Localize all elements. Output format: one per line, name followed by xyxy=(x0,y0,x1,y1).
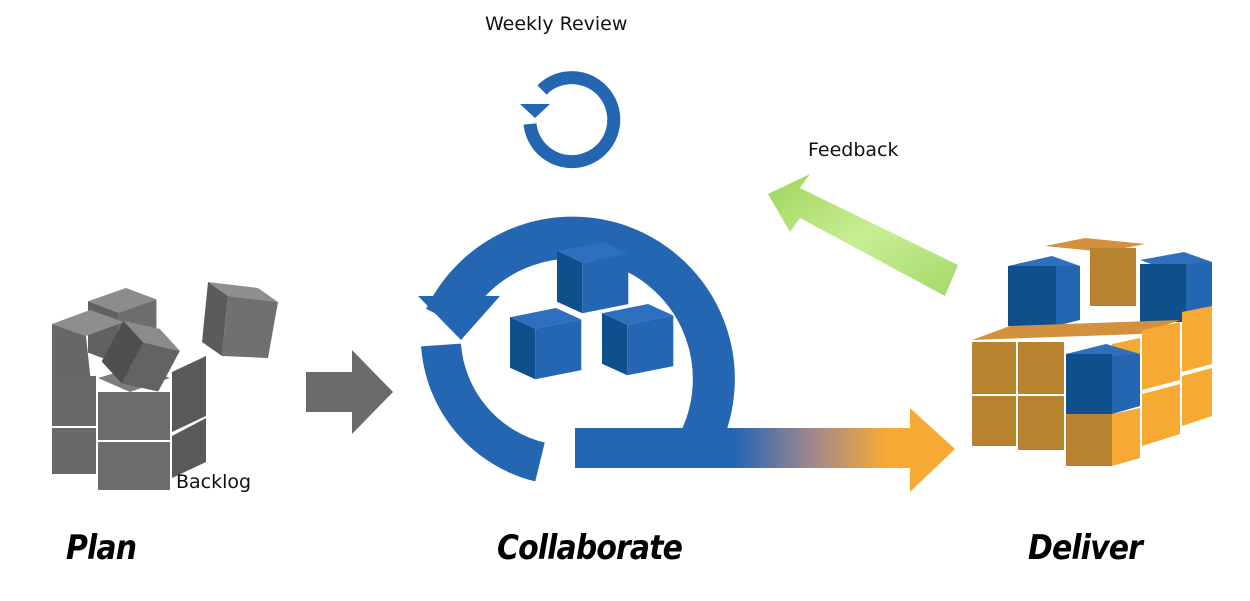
phase-collaborate: Collaborate xyxy=(497,528,683,568)
weekly-review-label: Weekly Review xyxy=(485,13,628,35)
plan-arrow-icon xyxy=(306,350,393,434)
feedback-arrow-icon xyxy=(768,174,958,296)
backlog-label: Backlog xyxy=(176,471,252,493)
deliver-arrow-icon xyxy=(695,408,955,492)
phase-deliver: Deliver xyxy=(1028,528,1143,568)
feedback-label: Feedback xyxy=(808,139,899,161)
review-cycle-icon xyxy=(520,71,621,169)
product-cubes-icon xyxy=(972,238,1212,466)
backlog-cubes-icon xyxy=(52,282,278,490)
phase-plan: Plan xyxy=(66,528,137,568)
